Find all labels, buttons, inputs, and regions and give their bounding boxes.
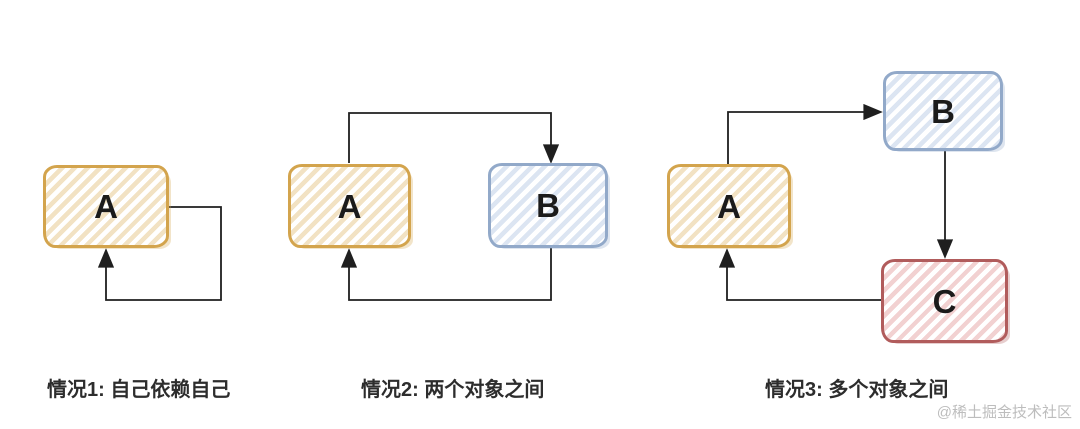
case1-self-loop-arrow bbox=[97, 206, 222, 301]
case3-box-a-label: A bbox=[717, 187, 741, 225]
case2-box-b-label: B bbox=[536, 187, 560, 224]
case2-box-a-label: A bbox=[337, 187, 362, 225]
case3-box-a: A bbox=[667, 164, 791, 248]
case3-box-c-label: C bbox=[932, 282, 957, 320]
case2-box-a: A bbox=[288, 164, 411, 248]
case3-box-b-label: B bbox=[931, 92, 955, 130]
case3-c-to-a-arrow bbox=[718, 248, 881, 301]
case3-caption: 情况3: 多个对象之间 bbox=[765, 379, 949, 401]
case2-box-b: B bbox=[488, 163, 608, 248]
case2-caption: 情况2: 两个对象之间 bbox=[361, 379, 545, 401]
watermark: @稀土掘金技术社区 bbox=[936, 404, 1072, 421]
case3-a-to-b-arrow bbox=[727, 103, 883, 164]
case1-box-a: A bbox=[43, 165, 169, 248]
case1-caption: 情况1: 自己依赖自己 bbox=[47, 379, 231, 401]
case1-box-a-label: A bbox=[94, 188, 118, 225]
case2-b-to-a-arrow bbox=[340, 248, 552, 301]
case3-box-b: B bbox=[883, 71, 1003, 151]
case2-a-to-b-arrow bbox=[348, 112, 560, 164]
case3-box-c: C bbox=[881, 259, 1008, 343]
